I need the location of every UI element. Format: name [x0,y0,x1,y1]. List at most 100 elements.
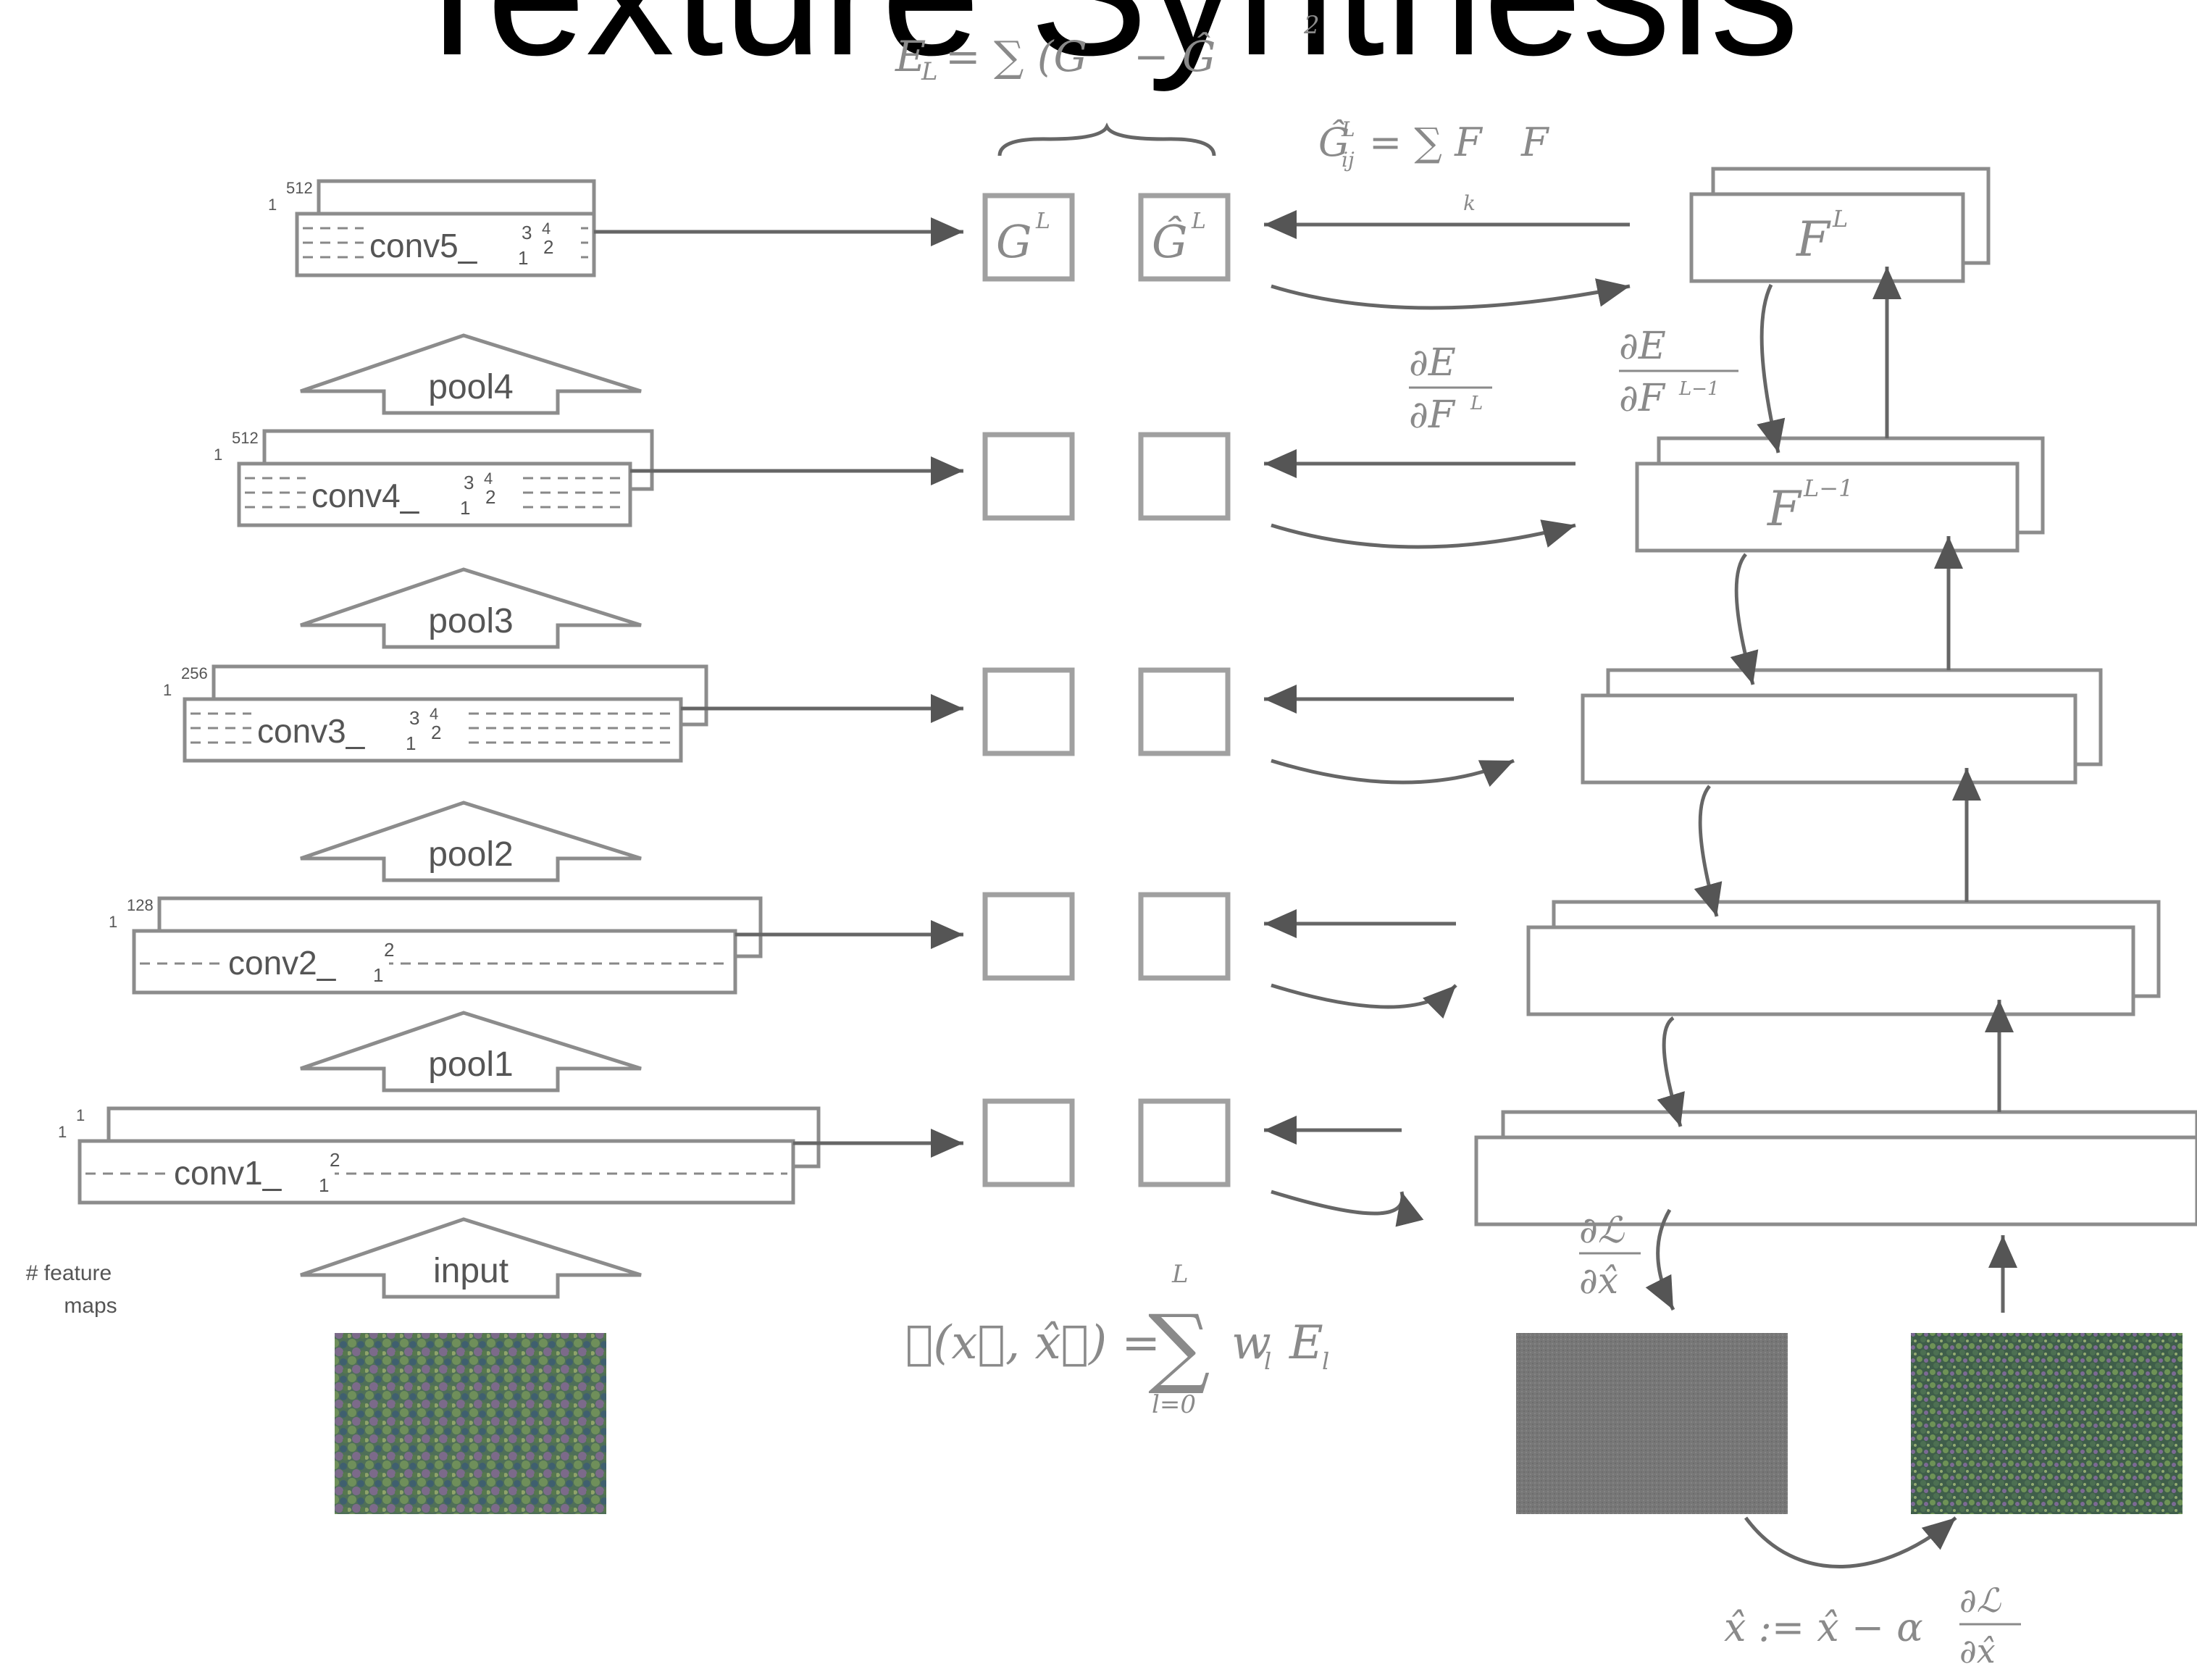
conv-layer-label: conv1_ [174,1154,283,1192]
source-texture-image [335,1333,606,1514]
total-loss-formula: ℒ(x⃗, x̂⃗) = ∑ L l=0 w l E l [905,1260,1329,1419]
svg-text:x̂ := x̂ − α: x̂ := x̂ − α [1724,1605,1923,1650]
svg-text:E: E [1289,1316,1323,1370]
svg-text:= ∑ (G: = ∑ (G [945,32,1087,81]
svg-text:ℒ(x⃗, x̂⃗) =: ℒ(x⃗, x̂⃗) = [905,1316,1160,1370]
svg-text:3: 3 [409,707,419,729]
svg-text:2: 2 [543,236,553,258]
svg-text:2: 2 [431,722,441,743]
svg-text:1: 1 [460,497,470,519]
svg-text:∂F: ∂F [1409,393,1456,437]
svg-text:1: 1 [109,913,117,931]
conv-layer-label: conv2_ [228,944,337,982]
feature-maps-label-2: maps [64,1294,117,1318]
svg-text:1: 1 [58,1123,67,1141]
svg-text:4: 4 [484,469,493,488]
svg-text:L: L [1832,205,1848,233]
svg-text:4: 4 [430,705,438,723]
gradient-arrow [1271,983,1457,1019]
gram-pair-1 [982,1098,1231,1187]
svg-text:L: L [1341,117,1355,141]
target-gram-matrix [1138,667,1231,756]
svg-text:∂ℒ: ∂ℒ [1579,1209,1625,1251]
svg-text:3: 3 [522,222,532,243]
svg-text:4: 4 [542,220,551,238]
update-formula: x̂ := x̂ − α ∂ℒ ∂x̂ [1724,1581,2021,1671]
gradient-el-fl1: ∂E ∂F L−1 [1619,325,1738,420]
slide-title: Texture Synthesis [0,0,2197,82]
conv-layer-stack: conv5_13245121conv4_13245121conv3_132425… [58,179,963,1205]
feature-map-count: 256 [181,664,208,682]
backprop-arrow [1757,283,1786,454]
svg-text:pool4: pool4 [428,368,513,406]
svg-text:− Ĝ: − Ĝ [1134,32,1215,81]
gradient-arrow [1271,1190,1424,1227]
synth-layer-2 [1264,768,2161,1019]
svg-text:∑: ∑ [1148,1297,1210,1397]
gram-matrix [982,667,1075,756]
noise-image [1516,1333,1788,1514]
brace [997,122,1216,156]
pool-arrow-pool4: pool4 [300,333,642,415]
svg-text:2: 2 [384,939,394,961]
gram-matrix [982,892,1075,981]
svg-text:L: L [1191,209,1206,234]
backprop-arrow [1694,785,1723,917]
svg-text:L−1: L−1 [1803,475,1853,502]
conv-layer-label: conv4_ [311,477,420,514]
gradient-arrow [1271,519,1576,549]
svg-text:l: l [1264,1347,1271,1375]
svg-text:2: 2 [330,1149,340,1171]
gradient-el-f: ∂E ∂F L [1409,341,1492,437]
svg-text:∂F: ∂F [1619,377,1666,420]
svg-text:L: L [1171,1260,1189,1289]
svg-text:1: 1 [406,732,416,754]
svg-text:w: w [1231,1316,1271,1370]
svg-text:l=0: l=0 [1152,1390,1196,1419]
pool-arrow-input: input [300,1217,642,1299]
svg-text:pool1: pool1 [428,1045,513,1084]
style-loss-formula: E L = ∑ (G − Ĝ 2 [895,11,1320,156]
feature-map-count: 1 [76,1106,85,1124]
backprop-arrow [1730,553,1759,685]
svg-text:∂E: ∂E [1619,325,1666,368]
svg-text:3: 3 [464,472,474,493]
pool-arrows: pool4 pool3 pool2 pool1 input [300,333,642,1299]
svg-text:1: 1 [214,446,222,464]
gram-pair-4 [982,432,1231,521]
gradient-arrow [1271,278,1631,310]
svg-text:L−1: L−1 [1678,378,1720,400]
backprop-arrow [1657,1016,1685,1127]
feature-map-count: 512 [232,429,259,447]
feature-maps-label-1: # feature [26,1261,112,1285]
svg-text:2: 2 [485,486,495,508]
gram-formula: Ĝ ij L = ∑ F k F [1318,117,1550,215]
gram-pair-3 [982,667,1231,756]
svg-text:G: G [996,215,1032,268]
target-gram-matrix [1138,1098,1231,1187]
svg-text:L: L [1035,209,1050,234]
feature-map-count: 128 [127,896,154,914]
svg-text:pool2: pool2 [428,835,513,874]
conv-layer-label: conv5_ [369,227,478,264]
target-gram-matrix [1138,193,1231,282]
svg-text:l: l [1322,1347,1329,1375]
svg-text:1: 1 [518,247,528,269]
pool-arrow-pool3: pool3 [300,567,642,649]
svg-text:1: 1 [163,681,172,699]
svg-text:∂ℒ: ∂ℒ [1959,1581,2001,1620]
svg-text:F: F [1767,481,1802,537]
svg-text:F: F [1796,212,1831,267]
svg-text:∂E: ∂E [1409,341,1456,385]
conv-layer-4: conv4_ 1 324 512 1 [214,429,963,527]
svg-text:ij: ij [1342,148,1355,172]
svg-text:F: F [1520,120,1550,165]
feature-map-count: 512 [286,179,313,197]
